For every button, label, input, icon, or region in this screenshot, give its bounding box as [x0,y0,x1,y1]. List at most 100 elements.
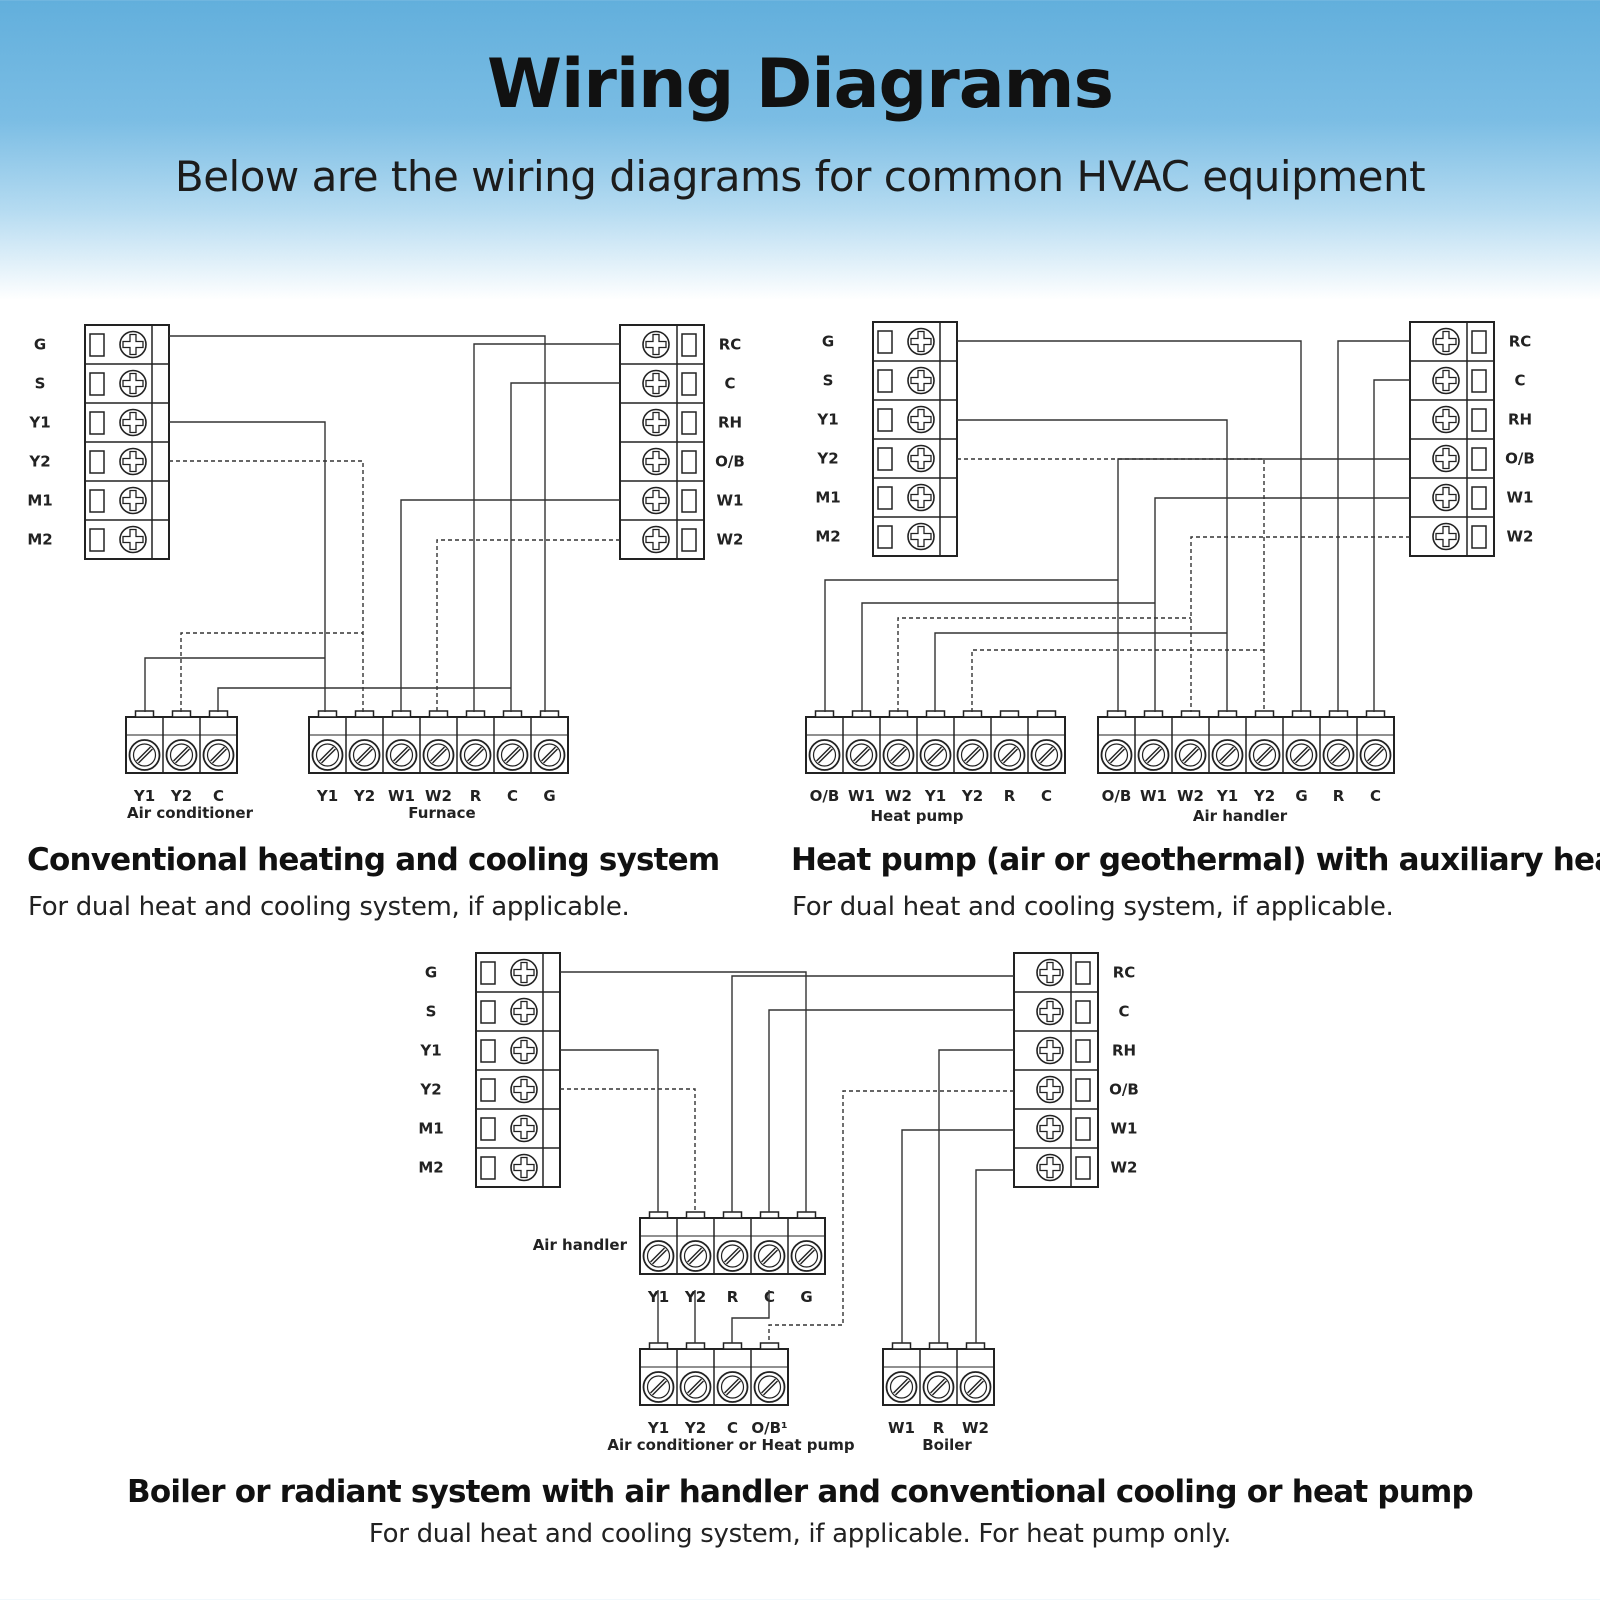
screw-icon [119,369,147,398]
screw-icon [679,1371,712,1403]
screw-icon [1432,405,1460,434]
screw-icon [348,739,381,771]
terminal-label-rc: RC [1113,964,1136,982]
terminal-label-o-b: O/B [1109,1081,1139,1099]
terminal-label-c: C [727,1419,738,1437]
screw-icon [642,1371,675,1403]
wire [938,1049,1014,1343]
screw-icon [882,739,915,771]
screw-icon [642,330,670,359]
screw-icon [956,739,989,771]
wire [180,632,363,712]
terminal-label-y1: Y1 [133,787,155,805]
screw-icon [1432,444,1460,473]
screw-icon [1036,997,1064,1026]
equipment-label-furnace: Furnace [408,804,475,822]
screw-icon [907,444,935,473]
terminal-label-y1: Y1 [816,411,838,429]
screw-icon [642,369,670,398]
terminal-label-m1: M1 [27,492,52,510]
wire [400,499,620,712]
terminal-label-c: C [1370,787,1381,805]
terminal-label-s: S [426,1003,437,1021]
terminal-label-r: R [1333,787,1345,805]
terminal-label-w2: W2 [1177,787,1204,805]
wire [957,340,1302,712]
wire [861,602,1155,712]
screw-icon [510,1036,538,1065]
wire [768,1009,1014,1212]
terminal-label-g: G [34,336,46,354]
wire [934,632,1227,712]
terminal-label-m2: M2 [815,528,840,546]
screw-icon [845,739,878,771]
terminal-label-w1: W1 [388,787,415,805]
screw-icon [1322,739,1355,771]
wire [957,419,1228,712]
screw-icon [119,408,147,437]
screw-icon [790,1240,823,1272]
wire [1154,497,1410,712]
air-conditioner-block [125,710,238,774]
air-handler-block [639,1211,826,1275]
terminal-label-s: S [35,375,46,393]
terminal-label-g: G [1295,787,1307,805]
terminal-label-w1: W1 [1111,1120,1138,1138]
screw-icon [1036,958,1064,987]
terminal-label-w2: W2 [885,787,912,805]
screw-icon [422,739,455,771]
screw-icon [753,1371,786,1403]
terminal-label-o-b: O/B [1102,787,1132,805]
screw-icon [1359,739,1392,771]
thermostat-left-block [84,324,170,560]
screw-icon [1100,739,1133,771]
terminal-label-y2: Y2 [1253,787,1275,805]
terminal-label-y2: Y2 [419,1081,441,1099]
screw-icon [1285,739,1318,771]
screw-icon [119,486,147,515]
screw-icon [311,739,344,771]
terminal-label-o-b: O/B [1505,450,1535,468]
terminal-label-rh: RH [718,414,742,432]
screw-icon [907,483,935,512]
thermostat-right-block [1409,321,1495,557]
terminal-label-y1: Y1 [924,787,946,805]
thermostat-left-block [872,321,958,557]
screw-icon [510,1153,538,1182]
equipment-label-air-conditioner: Air conditioner [127,804,254,822]
terminal-label-s: S [823,372,834,390]
screw-icon [1432,366,1460,395]
wire [731,975,1014,1212]
screw-icon [510,958,538,987]
terminal-label-m1: M1 [815,489,840,507]
wire [824,579,1118,712]
wire [957,458,1265,712]
screw-icon [1432,483,1460,512]
screw-icon [907,366,935,395]
terminal-label-r: R [1004,787,1016,805]
screw-icon [922,1371,955,1403]
terminal-label-y2: Y2 [816,450,838,468]
terminal-label-rc: RC [719,336,742,354]
wire [1337,340,1410,712]
terminal-label-g: G [425,964,437,982]
terminal-label-y1: Y1 [28,414,50,432]
wire [1373,379,1410,712]
terminal-label-y2: Y2 [961,787,983,805]
screw-icon [808,739,841,771]
furnace-block [308,710,569,774]
equipment-label-ac-or-heat-pump: Air conditioner or Heat pump [607,1436,854,1454]
thermostat-right-block [1013,952,1099,1188]
terminal-label-o-b: O/B [715,453,745,471]
screw-icon [1248,739,1281,771]
equipment-label-air-handler: Air handler [533,1236,628,1254]
screw-icon [1211,739,1244,771]
wire [560,1049,659,1212]
terminal-label-rc: RC [1509,333,1532,351]
terminal-label-rh: RH [1112,1042,1136,1060]
terminal-label-w2: W2 [1507,528,1534,546]
section-title-heat-pump: Heat pump (air or geothermal) with auxil… [791,842,1600,878]
section-note-heat-pump: For dual heat and cooling system, if app… [792,892,1394,922]
screw-icon [642,408,670,437]
